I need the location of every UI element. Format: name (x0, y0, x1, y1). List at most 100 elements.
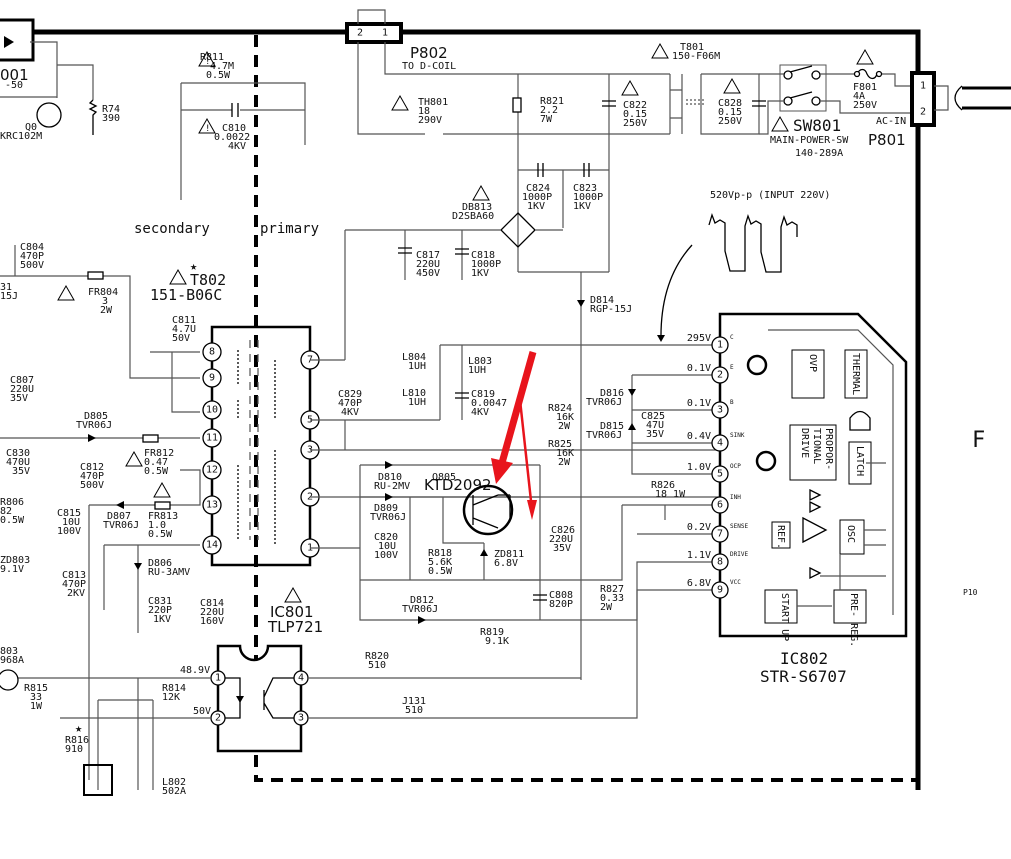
c813: C813 470P 2KV (62, 570, 86, 599)
ic802-pin-voltage: 1.0V (687, 462, 711, 473)
ic801-pin-1: 1 (215, 673, 221, 684)
t802-pin-label: 13 (206, 500, 218, 511)
start-up-label: START UP (779, 593, 790, 641)
sw801-switch[interactable] (779, 64, 827, 112)
t802-pin-8 (202, 342, 222, 362)
svg-text:!: ! (205, 57, 210, 67)
svg-text:R826: R826 (651, 480, 675, 491)
or-gate-icon (849, 410, 871, 431)
c824: C824 1000P 1KV (522, 183, 552, 212)
t802-pin-12 (202, 460, 222, 480)
c823: C823 1000P 1KV (573, 183, 603, 212)
zd811: ZD811 6.8V (494, 549, 524, 569)
svg-text:1KV: 1KV (471, 268, 489, 279)
svg-text:1W: 1W (30, 701, 43, 712)
star-icon: ★ (190, 259, 197, 273)
ic801-optocoupler[interactable] (216, 644, 303, 753)
svg-text:C824: C824 (526, 183, 550, 194)
svg-text:2W: 2W (558, 457, 571, 468)
svg-text:1UH: 1UH (408, 361, 426, 372)
c829: C829 470P 4KV (338, 389, 362, 418)
t802-pin-14 (202, 535, 222, 555)
svg-text:502A: 502A (162, 786, 186, 797)
t802-pin-13 (202, 495, 222, 515)
svg-text:DB813: DB813 (462, 202, 492, 213)
svg-text:D2SBA60: D2SBA60 (452, 211, 494, 222)
svg-text:R821: R821 (540, 96, 564, 107)
svg-text:R815: R815 (24, 683, 48, 694)
warning-icon (651, 42, 669, 59)
svg-text:100V: 100V (57, 526, 81, 537)
ic802-pin-voltage: 6.8V (687, 578, 711, 589)
r821: R821 2.2 7W (540, 96, 564, 125)
svg-text:C823: C823 (573, 183, 597, 194)
proportional-drive-block (789, 424, 837, 481)
ic802-pin-number: 8 (717, 557, 723, 568)
ic802-pin-number: 5 (717, 469, 723, 480)
p802-pin-2: 2 (357, 28, 363, 39)
p802-desc: TO D-COIL (402, 61, 456, 72)
fr813: FR813 1.0 0.5W (148, 511, 178, 540)
ic802-transistor-icon (746, 354, 768, 376)
svg-text:0.5W: 0.5W (144, 466, 169, 477)
svg-text:TVR06J: TVR06J (76, 420, 112, 431)
svg-text:9.1V: 9.1V (0, 564, 24, 575)
svg-text:12K: 12K (162, 692, 180, 703)
warning-icon (391, 94, 409, 111)
ic802-part: STR-S6707 (760, 667, 847, 686)
svg-text:470P: 470P (80, 471, 104, 482)
c804: C804 470P 500V (20, 242, 44, 271)
svg-text:R818: R818 (428, 548, 452, 559)
svg-text:C826: C826 (551, 525, 575, 536)
osc-block (839, 519, 865, 555)
p802-label: P802 (410, 44, 448, 62)
r821-body (512, 97, 522, 113)
led-icon (4, 36, 14, 48)
d806: D806 RU-3AMV (148, 558, 190, 578)
svg-text:1UH: 1UH (468, 365, 486, 376)
frame-border (30, 29, 921, 790)
svg-text:C818: C818 (471, 250, 495, 261)
l804: L804 1UH (402, 352, 426, 372)
svg-text:151-B06C: 151-B06C (150, 286, 222, 304)
svg-text:R825: R825 (548, 439, 572, 450)
svg-text:10U: 10U (378, 541, 396, 552)
svg-text:C825: C825 (641, 411, 665, 422)
svg-text:R820: R820 (365, 651, 389, 662)
r814: R814 12K (162, 683, 186, 703)
svg-text:0.0022: 0.0022 (214, 132, 250, 143)
r811: R811 4.7M 0.5W (200, 52, 234, 81)
svg-text:C822: C822 (623, 100, 647, 111)
p801-connector[interactable] (910, 71, 936, 127)
th801: TH801 18 290V (418, 97, 448, 126)
warning-icon (57, 284, 75, 301)
ic802-pin-6 (711, 496, 729, 514)
p802-connector[interactable] (345, 22, 403, 44)
svg-text:35V: 35V (646, 429, 664, 440)
svg-text:35V: 35V (553, 543, 571, 554)
ocp-transistor-icon (755, 450, 777, 472)
svg-text:DRIVE: DRIVE (799, 428, 810, 458)
q803-transistor (0, 669, 19, 691)
ic802-pin-number: 3 (717, 405, 723, 416)
svg-text:ZD803: ZD803 (0, 555, 30, 566)
primary-label: primary (260, 221, 319, 237)
q-part: KRC102M (0, 131, 42, 142)
ic802-pin-voltage: 1.1V (687, 550, 711, 561)
svg-text:C815: C815 (57, 508, 81, 519)
svg-text:910: 910 (65, 744, 83, 755)
l803: L803 1UH (468, 356, 492, 376)
d807: D807 TVR06J (103, 511, 139, 531)
svg-text:L803: L803 (468, 356, 492, 367)
c811: C811 4.7U 50V (172, 315, 196, 344)
d810: D810 RU-2MV (374, 472, 410, 492)
svg-text:0.15: 0.15 (623, 109, 647, 120)
fr804-resistor (87, 271, 104, 280)
svg-text:C810: C810 (222, 123, 246, 134)
c826: C826 220U 35V (549, 525, 575, 554)
svg-text:2W: 2W (558, 421, 571, 432)
star-icon: ★ (75, 721, 82, 735)
svg-text:2.2: 2.2 (540, 105, 558, 116)
q805-transistor (462, 484, 514, 536)
c808: C808 820P (549, 590, 573, 610)
